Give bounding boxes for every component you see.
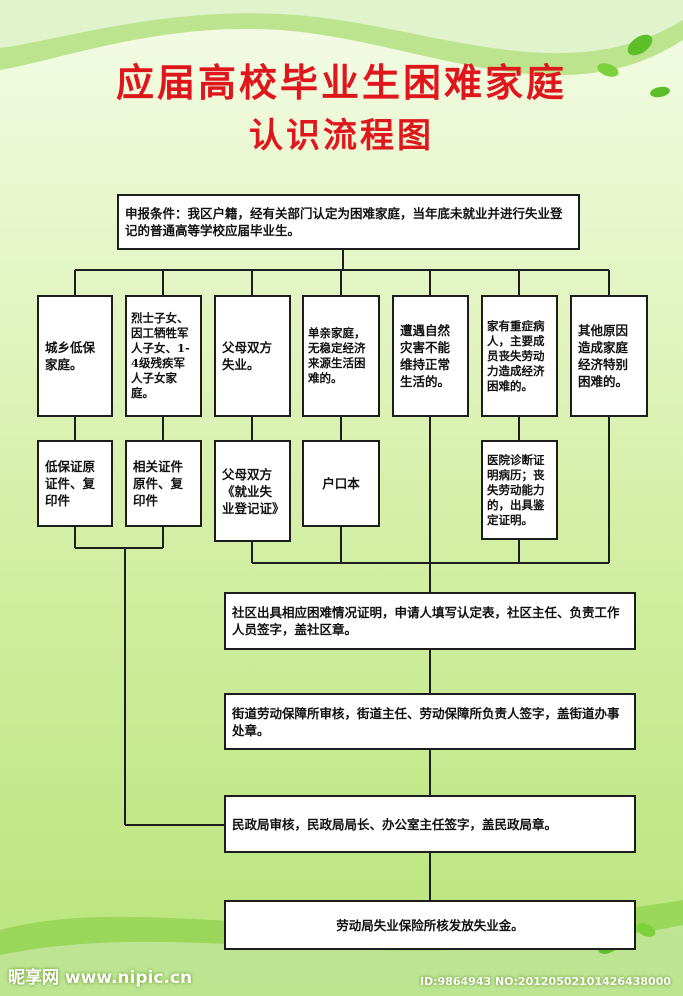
- step-text: 社区出具相应困难情况证明，申请人填写认定表，社区主任、负责工作人员签字，盖社区章…: [232, 605, 620, 637]
- document-text: 医院诊断证明病历；丧失劳动能力的，出具鉴定证明。: [487, 452, 545, 527]
- watermark-site: 昵享网 www.nipic.cn: [8, 968, 193, 988]
- step-box-street: 街道劳动保障所审核，街道主任、劳动保障所负责人签字，盖街道办事处章。: [224, 693, 636, 750]
- diagram-subtitle: 认识流程图: [249, 116, 434, 156]
- category-box: 单亲家庭，无稳定经济来源生活困难的。: [302, 295, 380, 417]
- step-box-labor-bureau: 劳动局失业保险所核发放失业金。: [224, 900, 636, 950]
- diagram-title: 应届高校毕业生困难家庭: [115, 60, 567, 105]
- document-box: 低保证原证件、复印件: [37, 440, 113, 527]
- watermark-id: ID:9864943 NO:20120502101426438000: [419, 975, 671, 988]
- leaf-icon: [650, 86, 670, 98]
- condition-box: 申报条件：我区户籍，经有关部门认定为困难家庭，当年底未就业并进行失业登记的普通高…: [117, 194, 580, 250]
- category-text: 遭遇自然灾害不能维持正常生活的。: [400, 323, 451, 389]
- bottom-swoosh-light: [0, 925, 683, 996]
- step-box-civil-affairs: 民政局审核，民政局局长、办公室主任签字，盖民政局章。: [224, 795, 636, 853]
- document-text: 父母双方《就业失业登记证》: [222, 466, 285, 516]
- step-text: 劳动局失业保险所核发放失业金。: [336, 917, 524, 933]
- category-text: 父母双方失业。: [222, 340, 273, 372]
- category-box: 烈士子女、因工牺牲军人子女、1-4级残疾军人子女家庭。: [125, 295, 202, 417]
- category-box: 其他原因造成家庭经济特别困难的。: [570, 295, 648, 417]
- document-box: 父母双方《就业失业登记证》: [214, 440, 291, 542]
- leaf-icon: [636, 923, 656, 937]
- document-text: 户口本: [322, 476, 360, 491]
- category-text: 其他原因造成家庭经济特别困难的。: [578, 323, 629, 389]
- category-text: 单亲家庭，无稳定经济来源生活困难的。: [308, 326, 366, 385]
- category-text: 城乡低保家庭。: [45, 340, 96, 372]
- condition-text: 申报条件：我区户籍，经有关部门认定为困难家庭，当年底未就业并进行失业登记的普通高…: [125, 206, 563, 238]
- leaf-icon: [597, 63, 619, 77]
- category-box: 父母双方失业。: [214, 295, 291, 417]
- category-box: 家有重症病人，主要成员丧失劳动力造成经济困难的。: [481, 295, 558, 417]
- document-box: 户口本: [302, 440, 380, 527]
- category-text: 烈士子女、因工牺牲军人子女、1-4级残疾军人子女家庭。: [131, 311, 190, 400]
- document-box: 相关证件原件、复印件: [125, 440, 202, 527]
- step-text: 民政局审核，民政局局长、办公室主任签字，盖民政局章。: [232, 816, 558, 832]
- category-box: 遭遇自然灾害不能维持正常生活的。: [392, 295, 469, 417]
- document-text: 低保证原证件、复印件: [45, 459, 96, 508]
- top-swoosh-light: [0, 0, 683, 54]
- category-text: 家有重症病人，主要成员丧失劳动力造成经济困难的。: [487, 318, 545, 393]
- leaf-icon: [627, 34, 653, 56]
- step-text: 街道劳动保障所审核，街道主任、劳动保障所负责人签字，盖街道办事处章。: [232, 705, 620, 738]
- category-box: 城乡低保家庭。: [37, 295, 113, 417]
- document-text: 相关证件原件、复印件: [133, 459, 184, 508]
- document-box: 医院诊断证明病历；丧失劳动能力的，出具鉴定证明。: [481, 440, 558, 540]
- step-box-community: 社区出具相应困难情况证明，申请人填写认定表，社区主任、负责工作人员签字，盖社区章…: [224, 592, 636, 650]
